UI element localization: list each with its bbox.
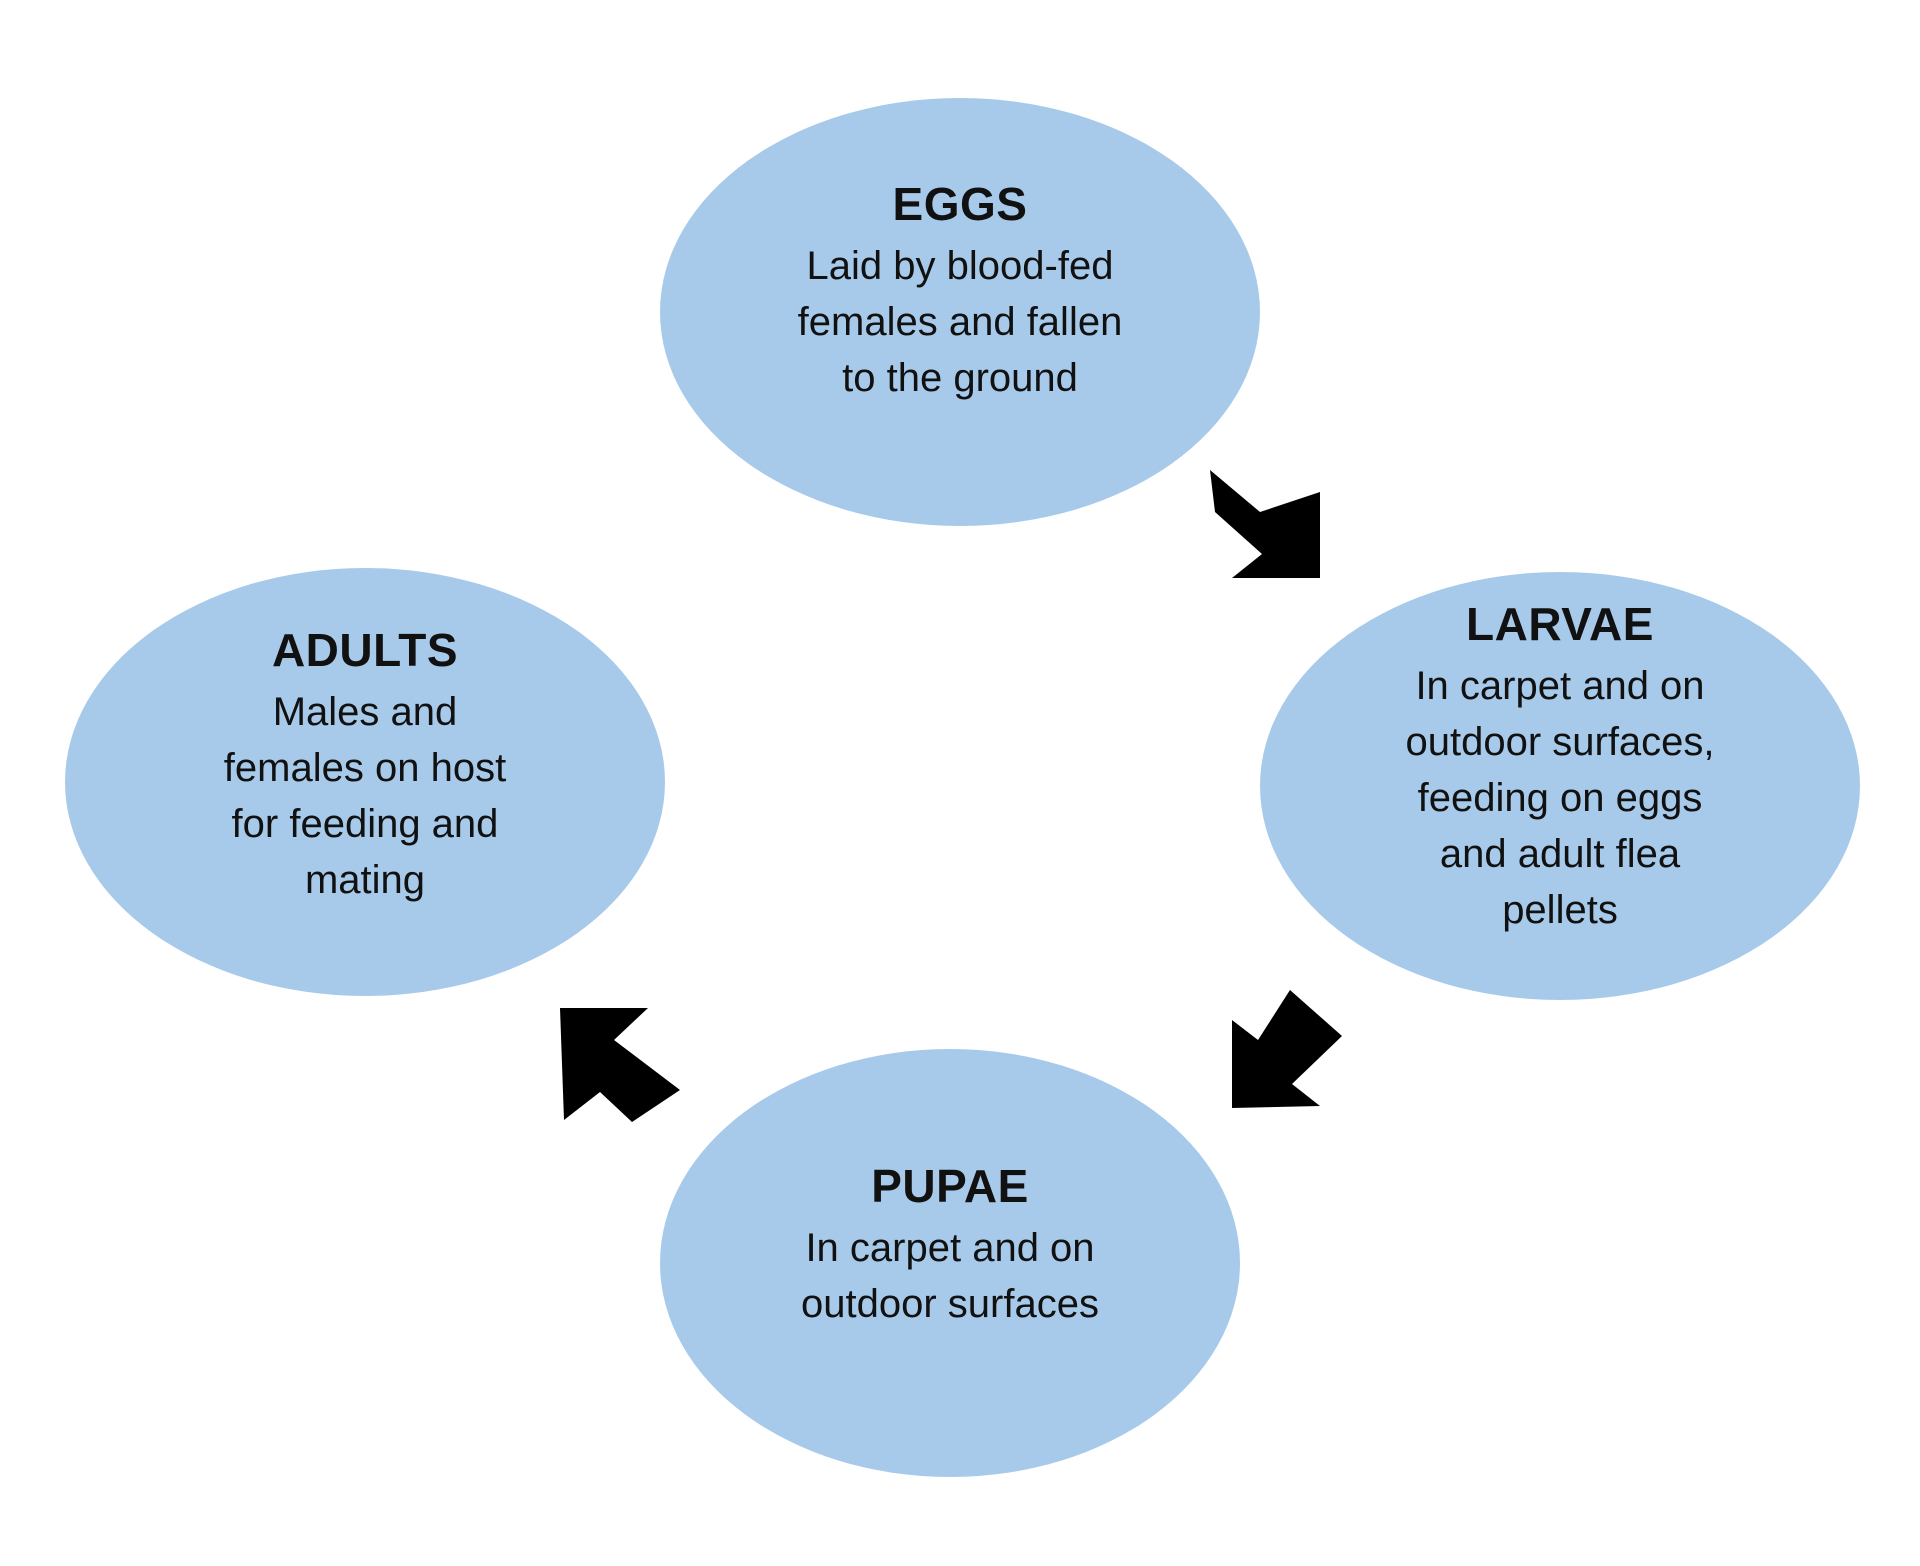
stage-description: In carpet and on outdoor surfaces	[801, 1226, 1099, 1326]
stage-title: EGGS	[892, 178, 1028, 230]
stage-description: Males and females on host for feeding an…	[223, 690, 507, 902]
larvae-oval	[1260, 572, 1860, 1000]
eggs-oval	[660, 98, 1260, 526]
pupae-oval	[660, 1049, 1240, 1477]
stage-description: In carpet and on outdoor surfaces, feedi…	[1405, 664, 1715, 932]
stage-adults: ADULTS Males and females on host for fee…	[105, 622, 625, 908]
stage-title: PUPAE	[871, 1160, 1029, 1212]
stage-eggs: EGGS Laid by blood-fed females and falle…	[700, 176, 1220, 406]
adults-oval	[65, 568, 665, 996]
stage-pupae: PUPAE In carpet and on outdoor surfaces	[690, 1158, 1210, 1332]
stage-larvae: LARVAE In carpet and on outdoor surfaces…	[1300, 596, 1820, 938]
stage-title: LARVAE	[1466, 598, 1654, 650]
arrow-down-right-icon	[1210, 470, 1320, 578]
arrow-up-left-icon	[560, 1008, 680, 1122]
stage-description: Laid by blood-fed females and fallen to …	[797, 244, 1123, 400]
stage-title: ADULTS	[271, 624, 459, 676]
arrow-down-left-icon	[1232, 990, 1342, 1108]
